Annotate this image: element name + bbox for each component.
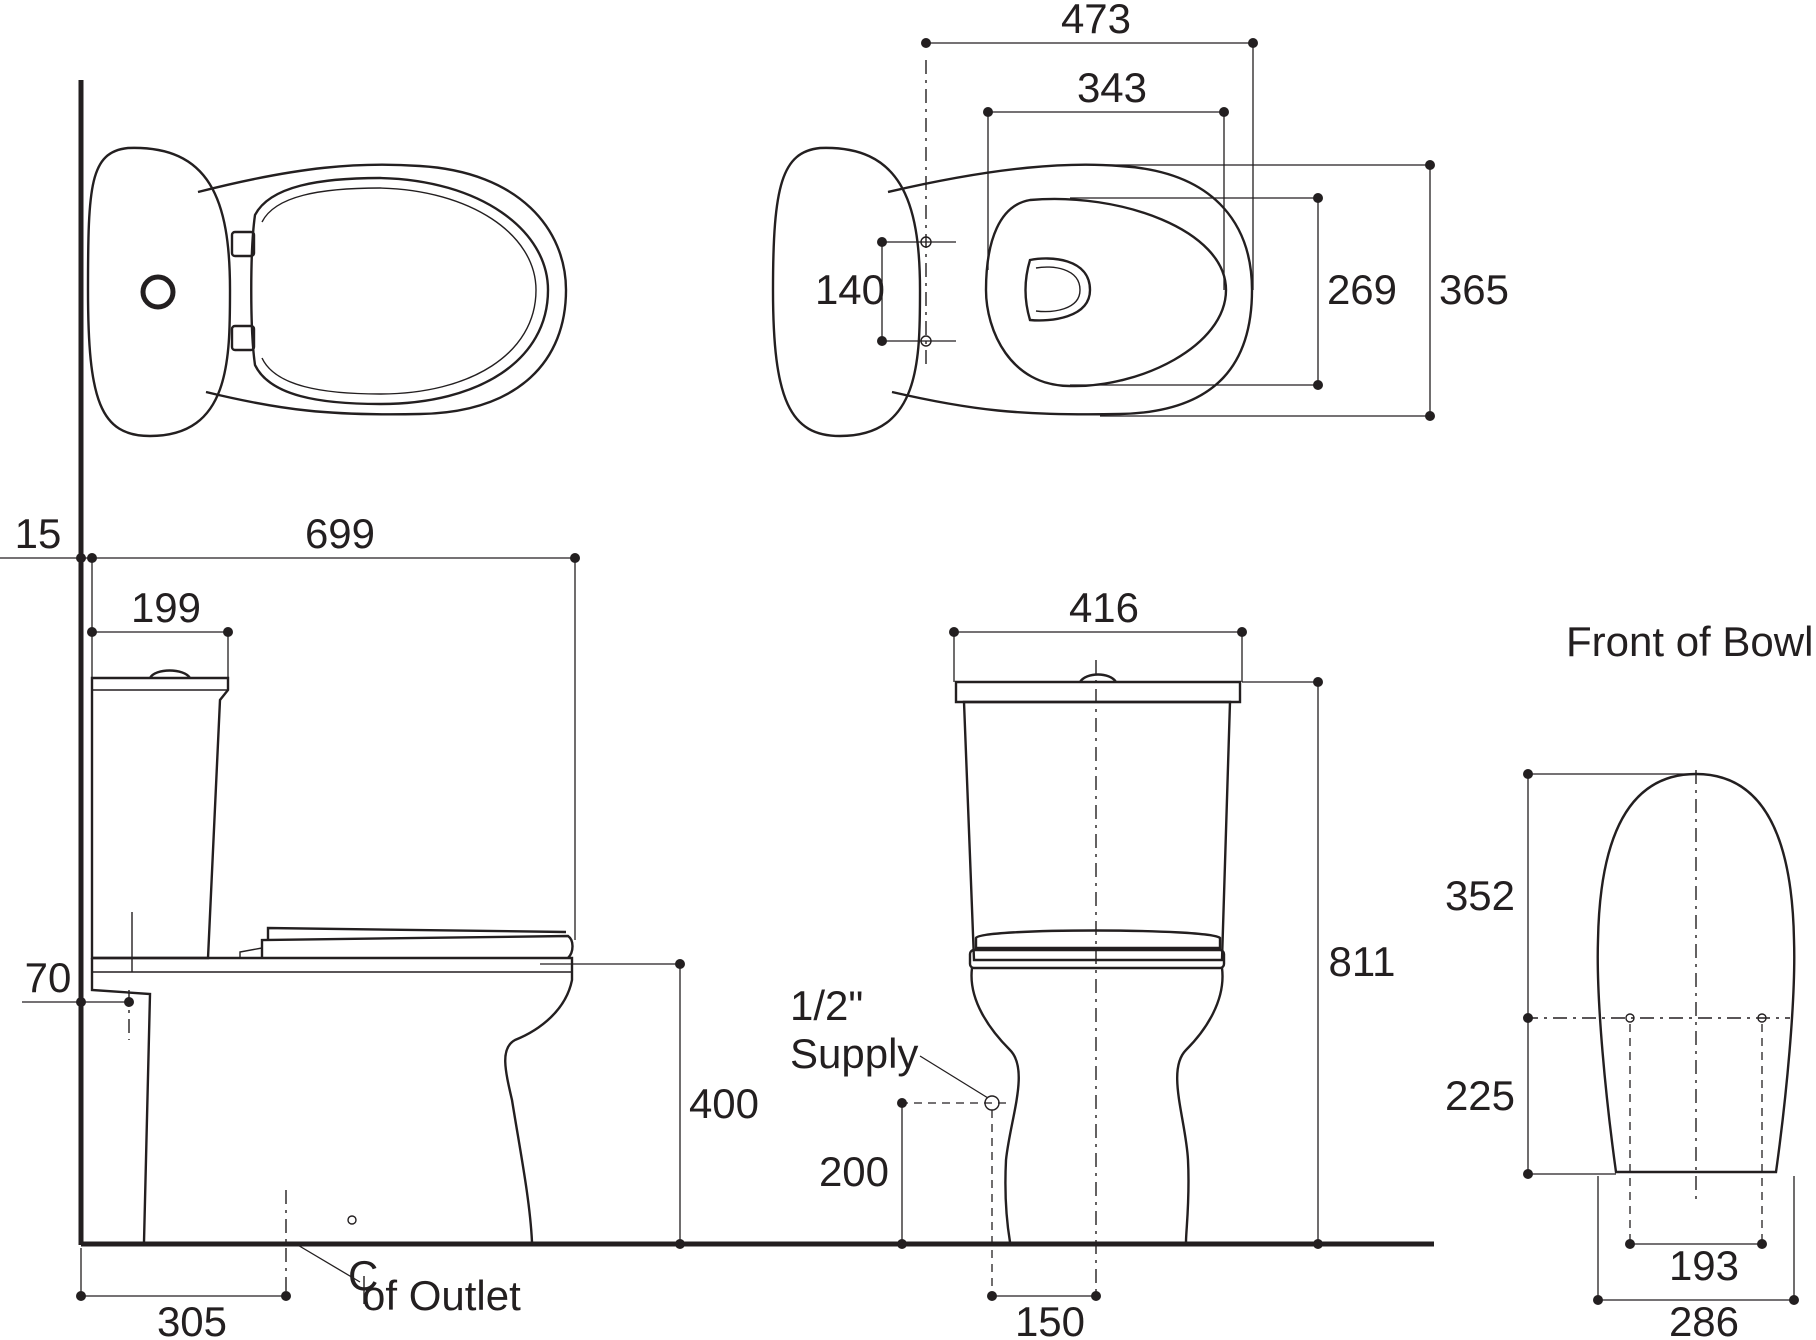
plan-view-right-dimensions: 473 343 140 269 365 [815, 0, 1509, 421]
seat-top-outline [250, 176, 550, 406]
side-elevation-dimensions: 15 699 199 70 400 305 C of Outlet [0, 510, 759, 1340]
bowl-front-right [1175, 967, 1224, 1243]
seat-lid-outline [266, 926, 567, 940]
dim-point [1425, 160, 1435, 170]
dim-point [76, 1291, 86, 1301]
dim-286-label: 286 [1669, 1298, 1739, 1340]
dim-point [987, 1291, 997, 1301]
tank-side-outline [90, 676, 230, 960]
tank-top-outline [86, 146, 232, 438]
dim-point [1625, 1239, 1635, 1249]
dim-point [281, 1291, 291, 1301]
mount-hole-icon [1625, 1013, 1635, 1023]
flush-button-icon [140, 274, 176, 310]
bowl-top-outline [197, 163, 568, 416]
dim-699-label: 699 [305, 510, 375, 557]
seat-front [968, 948, 1226, 970]
outlet-label: of Outlet [362, 1272, 521, 1319]
dim-point [1313, 1239, 1323, 1249]
dim-200-label: 200 [819, 1148, 889, 1195]
dim-70-label: 70 [25, 954, 72, 1001]
seat-lid-front [974, 929, 1222, 950]
bowl-top-outline [887, 163, 1254, 416]
front-of-bowl-view: Front of Bowl [1524, 618, 1813, 1304]
dim-point [1313, 380, 1323, 390]
side-elevation [81, 669, 1434, 1300]
dim-point [87, 627, 97, 637]
pedestal-back [90, 958, 152, 1243]
flush-button-icon [1078, 673, 1118, 683]
dim-point [897, 1098, 907, 1108]
supply-label: Supply [790, 1030, 918, 1077]
dim-193-label: 193 [1669, 1242, 1739, 1289]
dim-400-label: 400 [689, 1080, 759, 1127]
leader-line [919, 1055, 989, 1099]
front-elevation-dimensions: 416 811 200 150 1/2" Supply [790, 584, 1395, 1340]
dim-point [921, 38, 931, 48]
dim-343-label: 343 [1077, 64, 1147, 111]
hinge-icon [230, 324, 256, 352]
dim-811-label: 811 [1329, 938, 1396, 985]
dim-305-label: 305 [157, 1298, 227, 1340]
dim-365-label: 365 [1439, 266, 1509, 313]
bowl-side-outline [92, 956, 574, 1243]
front-of-bowl-title: Front of Bowl [1566, 618, 1813, 665]
dim-point [1523, 769, 1533, 779]
leader-line [295, 1243, 361, 1283]
dim-point [1757, 1239, 1767, 1249]
dim-225-label: 225 [1445, 1072, 1515, 1119]
plan-view-right [771, 60, 1254, 438]
bowl-opening-outline [984, 197, 1228, 388]
dim-point [877, 237, 887, 247]
dim-416-label: 416 [1069, 584, 1139, 631]
dim-point [1425, 411, 1435, 421]
dim-150-label: 150 [1015, 1298, 1085, 1340]
dim-473-label: 473 [1061, 0, 1131, 42]
outlet-icon [1024, 257, 1092, 322]
dim-140-label: 140 [815, 266, 885, 313]
dim-point [1091, 1291, 1101, 1301]
seat-hinge [239, 947, 263, 958]
tank-front-outline [962, 700, 1232, 962]
flush-button-icon [148, 669, 192, 679]
dim-point [877, 336, 887, 346]
supply-size-label: 1/2" [790, 982, 863, 1029]
dim-point [1313, 677, 1323, 687]
dim-269-label: 269 [1327, 266, 1397, 313]
dim-point [124, 997, 134, 1007]
centerline-symbol: C [348, 1252, 378, 1299]
front-of-bowl-dimensions: 352 225 193 286 [1445, 769, 1799, 1340]
dim-point [675, 959, 685, 969]
seat-inner-outline [261, 187, 537, 395]
dim-point [76, 997, 86, 1007]
dim-point [76, 553, 86, 563]
mount-hole-icon [1757, 1013, 1767, 1023]
dim-point [1523, 1169, 1533, 1179]
front-elevation [954, 660, 1242, 1300]
plan-view-left [78, 80, 568, 1245]
tank-lid-front [954, 680, 1242, 704]
dim-199-label: 199 [131, 584, 201, 631]
tank-top-outline [771, 146, 922, 438]
dim-point [1313, 193, 1323, 203]
hinge-icon [230, 230, 256, 258]
dim-15-label: 15 [15, 510, 62, 557]
outlet-inner [1035, 266, 1081, 313]
dim-point [675, 1239, 685, 1249]
dim-point [1789, 1295, 1799, 1305]
dim-point [1593, 1295, 1603, 1305]
dim-352-label: 352 [1445, 872, 1515, 919]
seat-side-outline [260, 934, 574, 959]
dim-point [897, 1239, 907, 1249]
bowl-front-left [970, 967, 1020, 1243]
outlet-marker [347, 1215, 357, 1225]
